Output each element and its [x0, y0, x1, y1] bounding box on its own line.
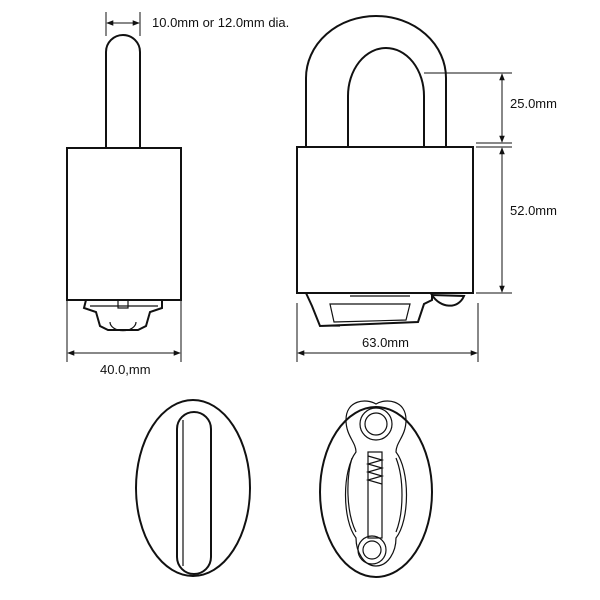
front-bottom-housing — [304, 292, 466, 328]
shackle-diameter-dimension: 10.0mm or 12.0mm dia. — [105, 12, 289, 36]
body-height-dimension: 52.0mm — [476, 146, 557, 294]
side-body — [66, 147, 182, 301]
front-width-label: 63.0mm — [362, 335, 409, 350]
shackle-clearance-dimension: 25.0mm — [424, 72, 557, 144]
bottom-spring — [347, 451, 403, 539]
body-height-label: 52.0mm — [510, 203, 557, 218]
front-body — [296, 146, 474, 294]
side-bottom-housing — [82, 299, 163, 332]
side-shackle — [105, 34, 141, 151]
shackle-diameter-label: 10.0mm or 12.0mm dia. — [152, 15, 289, 30]
bottom-view — [319, 400, 433, 578]
bottom-inner-plate — [344, 400, 408, 567]
front-shackle — [305, 15, 447, 149]
bottom-hole-top — [359, 407, 393, 441]
front-width-dimension: 63.0mm — [296, 303, 479, 362]
bottom-hole-bottom — [357, 535, 387, 565]
top-view — [135, 399, 251, 577]
top-shackle-slot — [176, 411, 212, 575]
shackle-clearance-label: 25.0mm — [510, 96, 557, 111]
side-width-label: 40.0,mm — [100, 362, 151, 377]
side-width-dimension: 40.0,mm — [66, 300, 182, 377]
side-view — [66, 34, 182, 332]
front-view — [296, 15, 474, 328]
